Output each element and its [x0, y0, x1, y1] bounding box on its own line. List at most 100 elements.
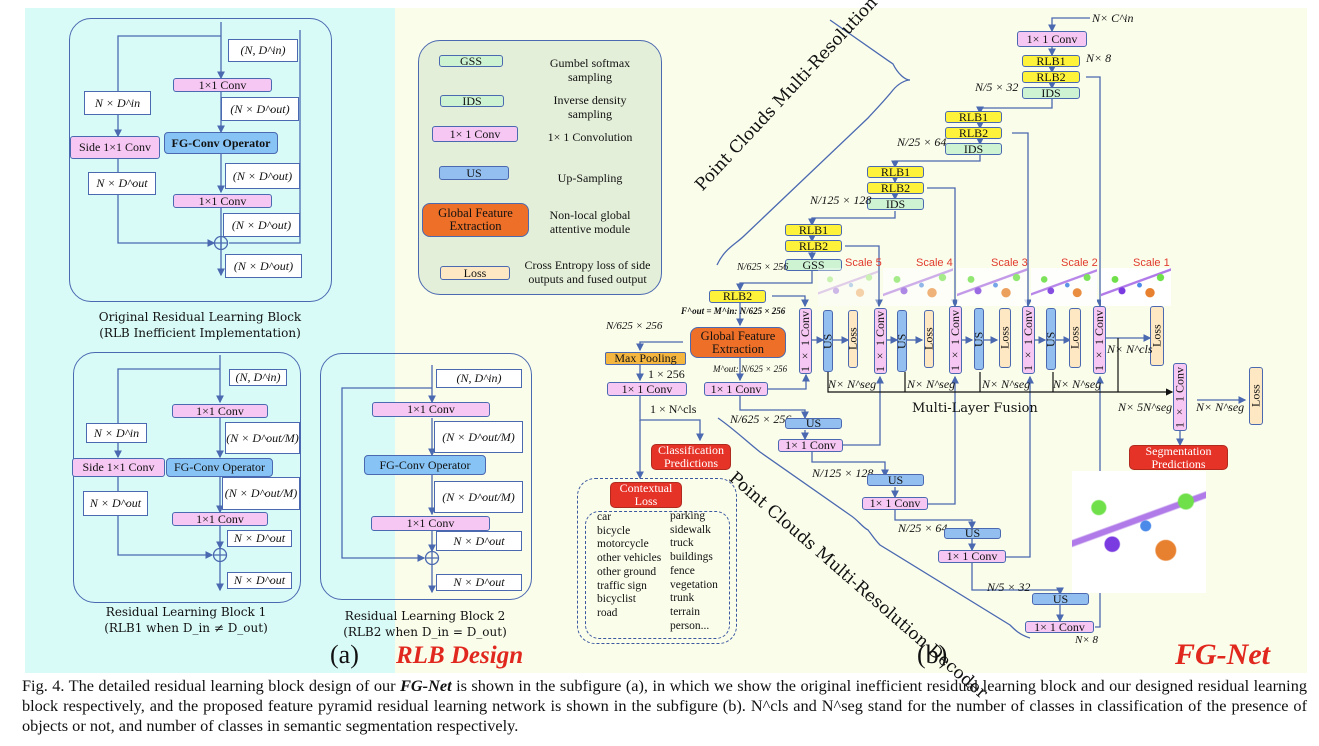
- rlb1-conv1: 1×1 Conv: [172, 404, 268, 418]
- orig-side-in-dim: N × D^in: [84, 91, 151, 115]
- side-conv-1: 1 × 1 Conv: [1092, 306, 1106, 374]
- legend-ids-desc: Inverse density sampling: [553, 93, 627, 121]
- dec3-conv: 1× 1 Conv: [938, 550, 1006, 563]
- class-item: other ground: [597, 565, 657, 578]
- input-dim-label: N× C^in: [1092, 11, 1134, 25]
- side-loss-4: Loss: [922, 310, 936, 368]
- scale5-point-cloud-image: [818, 268, 878, 306]
- rlb1-output-dim: N × D^out: [227, 572, 292, 589]
- enc4-gss: GSS: [785, 258, 842, 271]
- figure-caption: Fig. 4. The detailed residual learning b…: [22, 676, 1307, 736]
- legend-loss-desc: Cross Entropy loss of side outputs and f…: [524, 258, 651, 286]
- class-list-col1: car bicycle motorcycle other vehicles ot…: [597, 511, 661, 621]
- cls-conv: 1× 1 Conv: [607, 382, 687, 396]
- orig-conv2: 1×1 Conv: [173, 194, 272, 208]
- orig-after-conv1-dim: (N × D^out): [221, 97, 299, 121]
- class-item: vegetation: [670, 578, 718, 591]
- class-item: truck: [670, 537, 694, 550]
- rlb1-after-conv2-dim: N × D^out: [227, 530, 292, 547]
- class-list-col2: parking sidewalk truck buildings fence v…: [670, 510, 718, 633]
- legend-ids-box: IDS: [440, 94, 504, 107]
- legend-gfe-box: Global Feature Extraction: [422, 203, 529, 237]
- encoder-dim-1: N/5 × 32: [975, 80, 1019, 94]
- dec2-conv: 1× 1 Conv: [862, 497, 928, 510]
- contextual-loss-frame: [577, 478, 737, 644]
- enc2-rlb1: RLB1: [945, 110, 1002, 123]
- rlb1-side-out-dim: N × D^out: [83, 491, 148, 516]
- rlb-design-title: RLB Design: [396, 642, 524, 669]
- global-feature-extraction: Global Feature Extraction: [690, 327, 786, 358]
- encoder-dim-4: N/625 × 256: [737, 262, 789, 273]
- rlb1-conv2: 1×1 Conv: [172, 512, 268, 526]
- orig-output-dim: (N × D^out): [225, 254, 302, 278]
- orig-block-title: Original Residual Learning Block(RLB Ine…: [98, 310, 302, 340]
- scale-1-label: Scale 1: [1133, 257, 1170, 269]
- rlb1-side-conv: Side 1×1 Conv: [72, 458, 165, 477]
- side-us-4: US: [895, 310, 909, 372]
- orig-input-dim: (N, D^in): [228, 39, 298, 62]
- legend-gfe-desc: Non-local global attentive module: [549, 208, 631, 236]
- rlb2-after-conv1-dim: (N × D^out/M): [434, 421, 523, 453]
- enc1-rlb1: RLB1: [1022, 54, 1080, 67]
- final-dim: N× N^seg: [1196, 400, 1245, 414]
- dec2-us: US: [867, 473, 924, 486]
- fused-dim: N× 5N^seg: [1118, 400, 1173, 414]
- side-us-2: US: [1044, 308, 1058, 370]
- segmentation-predictions: Segmentation Predictions: [1129, 444, 1228, 470]
- bottleneck-rlb2: RLB2: [709, 290, 766, 303]
- cls-out-dim: 1 × N^cls: [650, 402, 697, 416]
- class-item: road: [597, 606, 618, 619]
- subfigure-b-label: (b): [917, 640, 948, 669]
- decoder-dim-1: N/625 × 256: [730, 412, 792, 426]
- cls-dim: N× N^cls: [1107, 342, 1153, 356]
- enc2-ids: IDS: [945, 142, 1002, 155]
- orig-fg-conv-operator: FG-Conv Operator: [164, 132, 278, 154]
- decoder-out-dim: N× 8: [1075, 634, 1099, 646]
- rlb1-after-conv1-dim: (N × D^out/M): [225, 422, 300, 454]
- segmentation-result-point-cloud-image: [1072, 471, 1206, 593]
- enc1-ids: IDS: [1022, 86, 1080, 99]
- max-pooling: Max Pooling: [605, 352, 686, 365]
- bottleneck-conv: 1× 1 Conv: [704, 382, 768, 396]
- orig-side-out-dim: N × D^out: [88, 172, 156, 195]
- input-conv: 1× 1 Conv: [1017, 31, 1087, 47]
- legend-conv-desc: 1× 1 Convolution: [547, 130, 633, 144]
- enc3-rlb1: RLB1: [867, 165, 924, 178]
- rlb1-side-in-dim: N × D^in: [86, 423, 147, 443]
- scale-2-label: Scale 2: [1061, 257, 1098, 269]
- rlb1-after-operator-dim: (N × D^out/M): [222, 477, 300, 510]
- dec4-us: US: [1032, 592, 1089, 605]
- class-item: trunk: [670, 592, 695, 605]
- class-list-frame: [585, 511, 730, 639]
- enc4-rlb1: RLB1: [785, 223, 842, 236]
- scale1-point-cloud-image: [1101, 268, 1171, 306]
- side-conv-5: 1 × 1 Conv: [798, 308, 812, 374]
- pool-dim: 1 × 256: [648, 367, 685, 381]
- side-us-3: US: [972, 308, 986, 370]
- encoder-dim-0: N× 8: [1086, 51, 1112, 65]
- rlb2-conv2: 1×1 Conv: [371, 516, 490, 531]
- side-us-5: US: [821, 310, 835, 372]
- class-item: traffic sign: [597, 579, 647, 592]
- m-out-label: M^out: N/625 × 256: [713, 364, 788, 374]
- legend-loss-box: Loss: [440, 266, 510, 280]
- decoder-dim-4: N/5 × 32: [987, 580, 1031, 594]
- dec1-us: US: [785, 417, 842, 430]
- enc2-rlb2: RLB2: [945, 126, 1002, 139]
- class-item: other vehicles: [597, 552, 662, 565]
- orig-side-conv: Side 1×1 Conv: [70, 136, 160, 159]
- legend-us-box: US: [439, 166, 509, 180]
- scale4-point-cloud-image: [883, 268, 953, 306]
- orig-after-conv2-dim: (N × D^out): [223, 213, 300, 237]
- bottleneck-left-dim: N/625 × 256: [606, 320, 663, 332]
- multi-layer-fusion-label: Multi-Layer Fusion: [912, 401, 1038, 416]
- rlb2-input-dim: (N, D^in): [436, 369, 522, 388]
- rlb2-fg-conv-operator: FG-Conv Operator: [364, 455, 486, 475]
- class-item: car: [597, 511, 612, 523]
- class-item: person...: [670, 619, 710, 632]
- seg-dim-4: N× N^seg: [907, 377, 956, 391]
- rlb1-fg-conv-operator: FG-Conv Operator: [166, 458, 273, 477]
- class-item: fence: [670, 564, 695, 577]
- rlb2-conv1: 1×1 Conv: [372, 402, 490, 417]
- rlb1-input-dim: (N, D^in): [229, 369, 287, 386]
